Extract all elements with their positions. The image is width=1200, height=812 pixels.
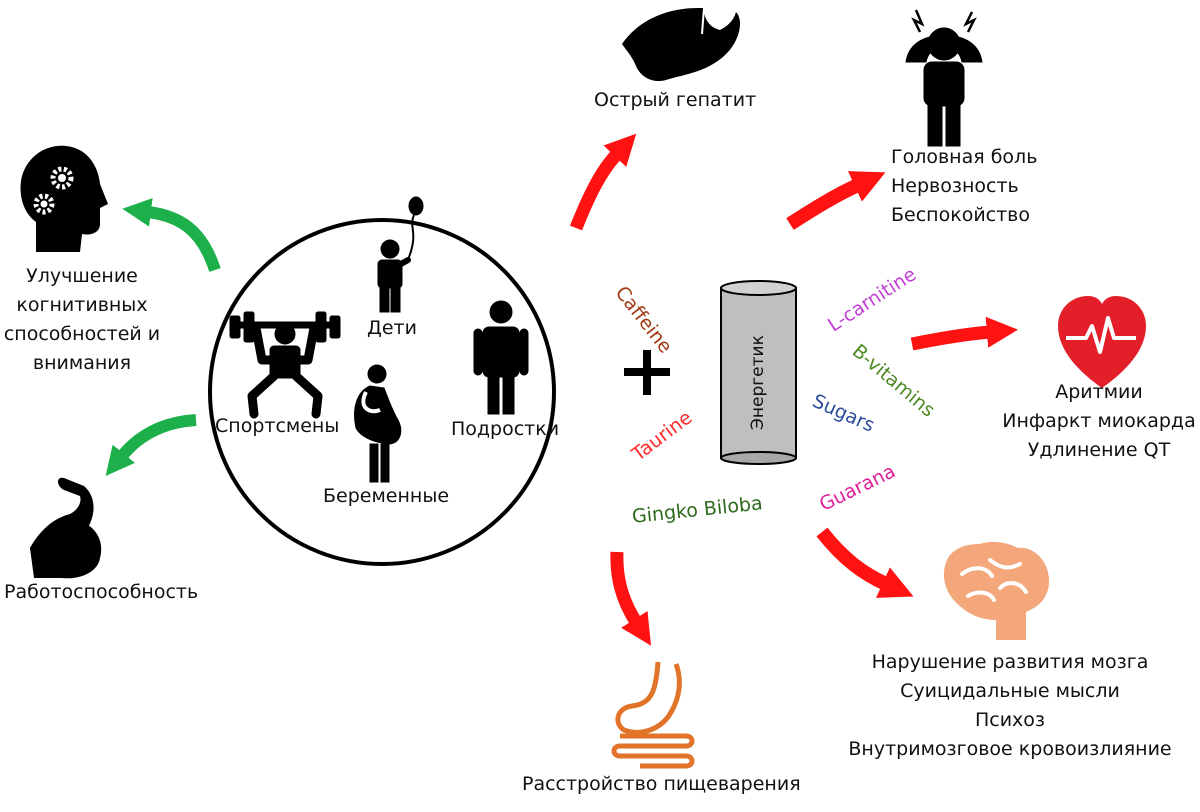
label-pregnant: Беременные — [323, 485, 450, 507]
brain-icon — [943, 541, 1050, 640]
benefit-arrow-cognitive — [122, 198, 221, 272]
weightlifter-icon — [229, 311, 341, 419]
teen-icon — [473, 300, 529, 415]
label-children: Дети — [367, 317, 417, 339]
label-cardio: Аритмии Инфаркт миокарда Удлинение QT — [1002, 381, 1196, 461]
label-athletes: Спортсмены — [215, 415, 340, 437]
cognitive-head-icon — [20, 145, 108, 252]
label-hepatitis: Острый гепатит — [594, 89, 757, 111]
label-digestion: Расстройство пищеварения — [522, 773, 801, 795]
label-teens: Подростки — [451, 418, 560, 440]
child-icon — [377, 196, 424, 313]
flexed-arm-icon — [30, 477, 102, 579]
benefit-arrow-work — [105, 414, 197, 477]
harm-arrow-hepatitis — [569, 133, 637, 231]
heart-icon — [1058, 296, 1146, 388]
label-brain: Нарушение развития мозга Суицидальные мы… — [848, 651, 1172, 760]
liver-icon — [622, 8, 740, 82]
harm-arrow-cardio — [910, 316, 1018, 351]
label-work: Работоспособность — [4, 581, 199, 603]
harm-arrow-brain — [816, 527, 914, 598]
energy-drink-can — [720, 280, 797, 465]
label-neuro: Головная боль Нервозность Беспокойство — [891, 146, 1038, 226]
harm-arrow-neuro — [786, 171, 886, 230]
label-cognitive: Улучшение когнитивных способностей и вни… — [3, 265, 161, 374]
plus-sign — [624, 350, 670, 395]
pregnant-woman-icon — [354, 364, 402, 483]
harm-arrow-digestion — [610, 551, 652, 646]
can-label: Энергетик — [748, 335, 768, 430]
headache-person-icon — [905, 9, 983, 147]
stomach-icon — [611, 661, 695, 769]
